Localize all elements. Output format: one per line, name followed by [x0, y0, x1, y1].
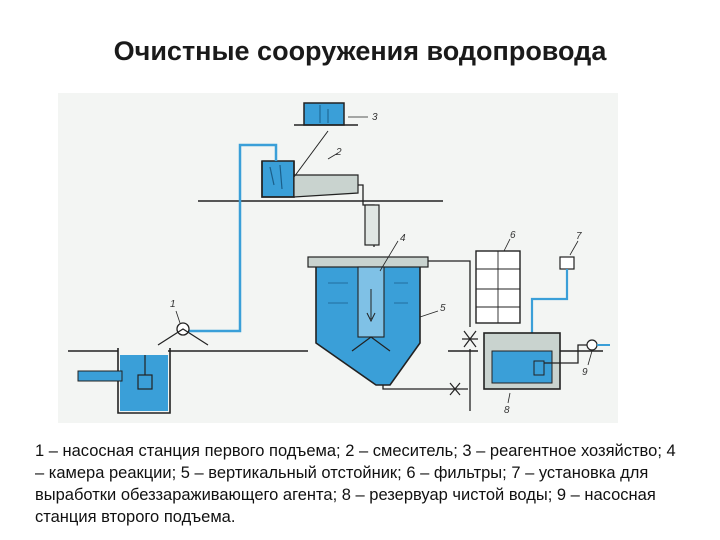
- filters: 6: [475, 230, 521, 324]
- mixer: 2: [261, 130, 359, 198]
- label-filters: 6: [510, 230, 516, 241]
- page-title: Очистные сооружения водопровода: [113, 36, 607, 66]
- reagent-tank: 3: [294, 102, 378, 126]
- label-reagent: 3: [372, 112, 378, 123]
- second-lift-pump-station: 9: [544, 339, 610, 378]
- label-settler: 5: [440, 303, 446, 314]
- sludge-pipe: [382, 385, 468, 390]
- first-lift-pump-station: 1: [77, 299, 209, 414]
- disinfectant-unit: 7: [530, 231, 582, 343]
- label-pump1: 1: [170, 299, 176, 310]
- disinfectant-pipe: [530, 269, 569, 343]
- label-mixer: 2: [335, 147, 342, 158]
- settled-water-pipe: [428, 260, 471, 327]
- outlet-pipe: [544, 344, 588, 364]
- vertical-settler: 4 5: [307, 233, 446, 386]
- label-pump2: 9: [582, 367, 588, 378]
- figure-caption: 1 – насосная станция первого подъема; 2 …: [35, 442, 676, 526]
- label-disinfect: 7: [576, 231, 582, 242]
- label-reaction: 4: [400, 233, 406, 244]
- clean-water-reservoir: 8: [483, 332, 561, 416]
- raw-water-pipe: [180, 143, 278, 333]
- water-treatment-diagram: 3 2 1: [58, 93, 618, 423]
- label-reservoir: 8: [504, 405, 510, 416]
